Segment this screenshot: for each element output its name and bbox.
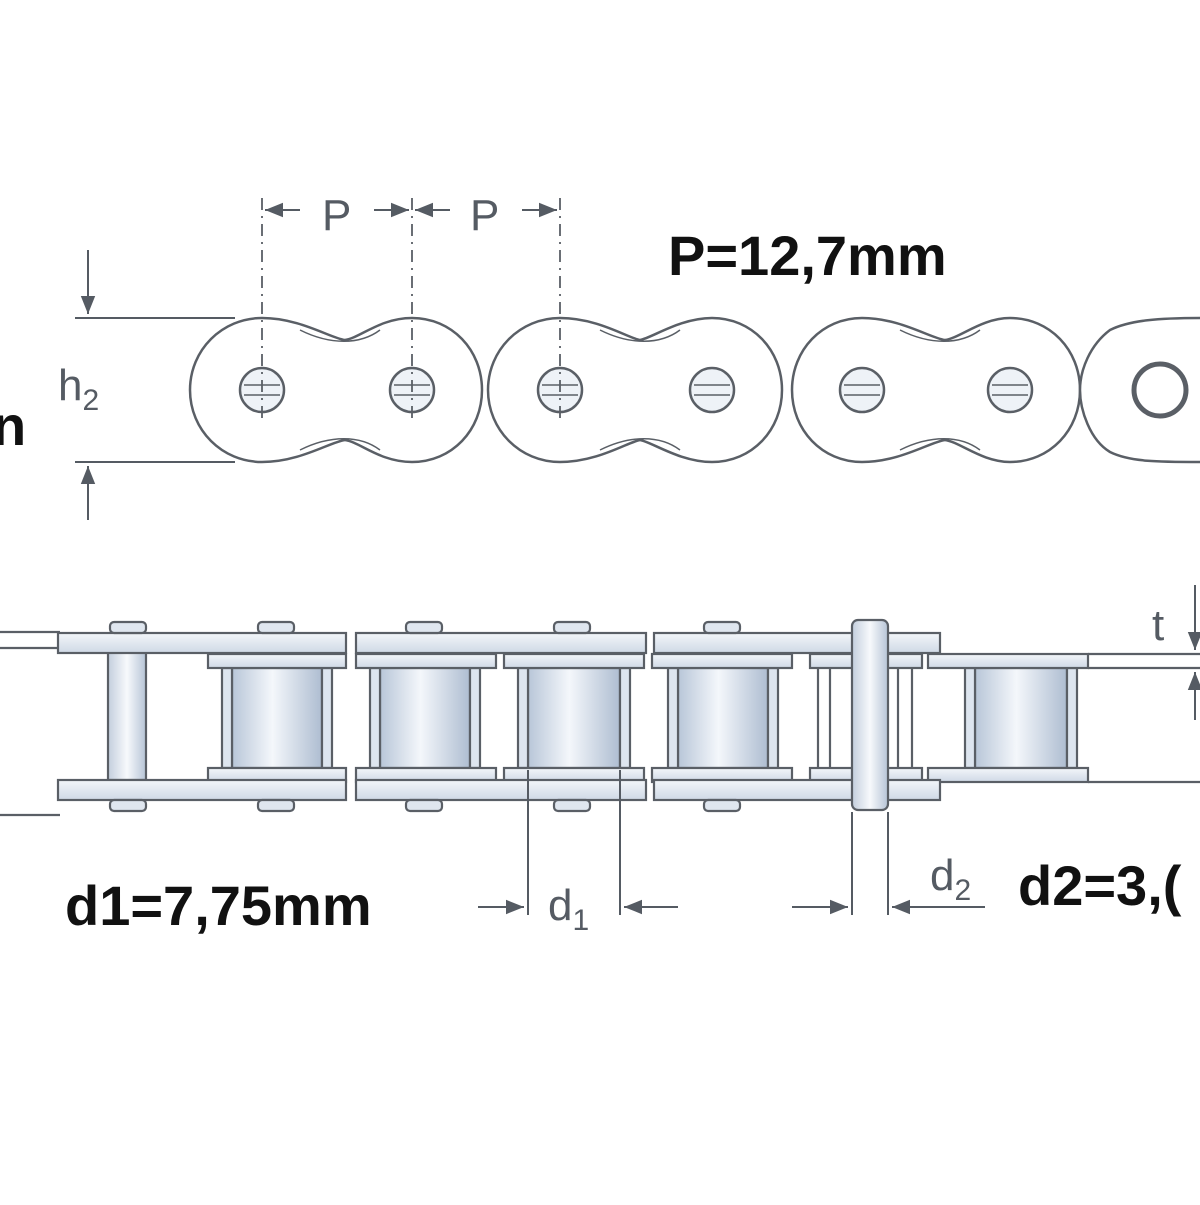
side-view xyxy=(188,316,1200,464)
link-plate-3 xyxy=(790,316,1082,464)
pin-hole-5 xyxy=(838,366,886,414)
connecting-pin xyxy=(850,618,890,812)
roller-4 xyxy=(676,666,770,770)
thickness-label: t xyxy=(1152,601,1164,650)
pitch-label-2: P xyxy=(470,191,499,240)
height-dimension xyxy=(75,250,235,520)
d2-value-label: d2=3,( xyxy=(1018,854,1182,917)
left-cut-text: n xyxy=(0,394,26,457)
roller-1 xyxy=(230,666,324,770)
pitch-label-1: P xyxy=(322,191,351,240)
pin-hole-4 xyxy=(688,366,736,414)
d1-label: d1 xyxy=(548,881,589,937)
d2-dimension xyxy=(792,812,985,915)
d1-value-label: d1=7,75mm xyxy=(65,874,372,937)
roller-3 xyxy=(526,666,622,770)
pin-hole-6 xyxy=(986,366,1034,414)
height-label: h2 xyxy=(58,361,99,417)
plan-view xyxy=(0,618,1200,817)
link-plate-1 xyxy=(188,316,484,464)
d2-label: d2 xyxy=(930,851,971,907)
pitch-center-lines xyxy=(261,198,561,420)
pitch-value-label: P=12,7mm xyxy=(668,224,947,287)
d1-dimension xyxy=(478,770,678,915)
pin-hole-7 xyxy=(1131,361,1189,419)
roller-5 xyxy=(973,666,1069,770)
roller-2 xyxy=(378,666,472,770)
link-plate-2 xyxy=(486,316,784,464)
